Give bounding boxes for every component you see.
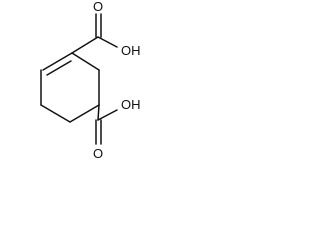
ring-bond-c4-c5 [69,104,100,123]
lower-acid-carbonyl-oxygen-label: O [93,146,103,161]
upper-acid-carbonyl-oxygen-label: O [93,0,103,14]
ring-double-bond-inner [46,60,72,76]
lower-acid-hydroxyl-label: OH [121,97,141,112]
upper-acid-c-bond [71,36,99,54]
chemical-structure-diagram: O OH O OH [40,0,141,161]
ring-bond-c2-c3 [71,52,100,71]
upper-acid-oh-bond [97,36,118,48]
ring-bond-c5-c6 [40,104,71,123]
ring-bond-c1-c2 [42,52,73,71]
lower-acid-c-bond [97,104,100,121]
upper-acid-hydroxyl-label: OH [121,43,141,58]
lower-acid-oh-bond [97,109,118,121]
